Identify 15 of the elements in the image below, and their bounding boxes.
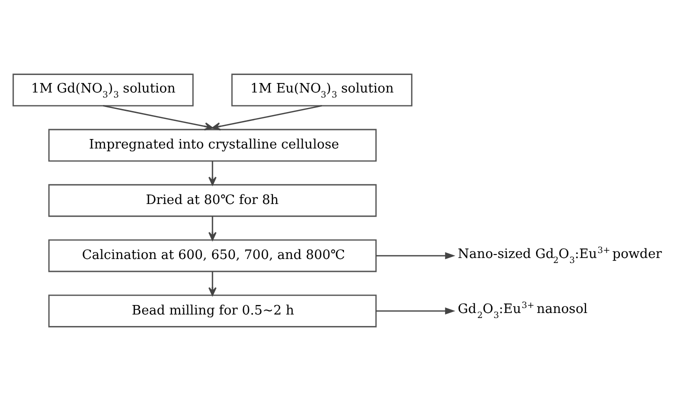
arrow — [376, 252, 456, 259]
node-box: Impregnated into crystalline cellulose — [48, 128, 377, 162]
node-text: Nano-sized Gd$_{2}$O$_{3}$:Eu$^{3+}$ powder — [458, 246, 662, 266]
node-box: Calcination at 600, 650, 700, and 800℃ — [48, 238, 377, 272]
arrow — [208, 270, 217, 296]
arrow — [208, 160, 217, 185]
node-box: 1M Gd(NO$_{3}$)$_{3}$ solution — [12, 73, 194, 106]
arrow — [376, 306, 456, 314]
node-box: Bead milling for 0.5~2 h — [48, 294, 377, 327]
arrow — [102, 104, 214, 130]
node-box: 1M Eu(NO$_{3}$)$_{3}$ solution — [231, 73, 412, 106]
arrow — [212, 104, 322, 130]
node-box: Dried at 80℃ for 8h — [48, 184, 377, 216]
arrow — [208, 216, 217, 240]
node-text: Gd$_{2}$O$_{3}$:Eu$^{3+}$ nanosol — [458, 300, 588, 321]
